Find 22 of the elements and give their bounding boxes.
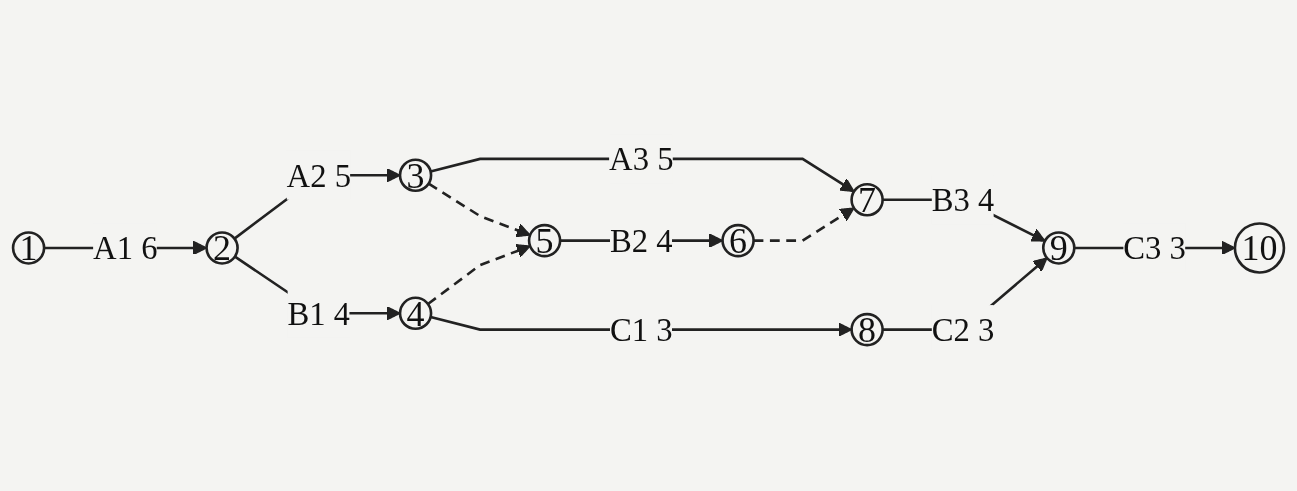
node-circle: 9 [1041, 231, 1076, 265]
node-circle: 8 [850, 312, 884, 347]
edge-label: C3 3 [1123, 229, 1186, 266]
node-circle: 10 [1233, 222, 1286, 274]
node-circle: 2 [205, 231, 239, 265]
node-circle: 4 [398, 296, 433, 331]
edge-label: A1 6 [93, 229, 158, 266]
node-circle: 5 [527, 223, 562, 258]
arrow [427, 182, 531, 238]
node-circle: 7 [850, 182, 884, 217]
edge-label: A2 5 [286, 157, 352, 194]
node-circle: 3 [398, 158, 433, 193]
node-circle: 1 [11, 231, 46, 265]
arrow [427, 244, 531, 306]
edge-label: C1 3 [610, 311, 673, 348]
edge-label: C2 3 [931, 311, 995, 348]
arrow [753, 207, 855, 242]
edge-label: B1 4 [287, 295, 351, 332]
node-circle: 6 [721, 223, 755, 258]
edge-label: A3 5 [609, 140, 674, 177]
edge-label: B3 4 [931, 181, 995, 218]
edge-label: B2 4 [610, 222, 673, 259]
